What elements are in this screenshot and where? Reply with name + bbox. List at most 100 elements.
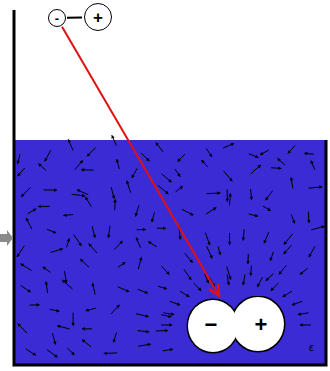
dipole-arrow [26,218,32,229]
dipole-arrowhead [242,282,246,285]
dipole-arrowhead [309,254,312,257]
dipole-arrow [184,269,191,280]
dipole-arrowhead [269,258,272,261]
dipole-arrow [218,246,220,255]
connector [67,16,82,18]
dipole-arrow [75,160,83,169]
dipole-arrow [206,148,212,157]
dipole-arrowhead [284,251,287,254]
dipole-arrow [178,154,185,162]
dipole-arrow [279,265,286,274]
dipole-arrowhead [136,237,139,240]
dipole-arrowhead [168,315,171,319]
dipole-arrow [284,245,292,254]
dipole-arrow [111,305,119,314]
charge-sign: − [205,314,218,336]
dipole-arrowhead [310,160,313,163]
dipole-arrowhead [170,348,173,352]
dipole-arrow [300,268,308,274]
dipole-arrow [291,214,294,223]
dipole-arrowhead [271,287,274,290]
dipole-arrowhead [177,302,180,305]
dipole-arrow [112,135,117,145]
dipole-arrowhead [68,139,71,142]
dipole-arrowhead [146,158,149,161]
dipole-arrowhead [132,175,135,178]
dipole-arrowhead [135,213,138,216]
dipole-arrowhead [38,164,41,167]
dipole-arrowhead [290,177,294,180]
dipole-arrowhead [288,150,291,153]
beaker-wall [14,10,326,365]
dipole-arrow [138,289,148,293]
dipole-arrow [223,171,232,181]
dipole-arrowhead [119,241,122,244]
dipole-arrowhead [17,161,20,164]
dipole-arrowhead [250,197,254,200]
dipole-arrow [66,238,69,247]
dipole-arrow [47,229,56,233]
dipole-arrow [47,350,58,358]
dipole-arrow [38,164,46,171]
dipole-arrowhead [257,165,260,168]
dipole-arrowhead [300,323,303,327]
dipole-arrowhead [38,205,41,209]
symbol-label: ε [309,342,314,353]
dipole-arrowhead [206,280,209,283]
dipole-arrow [180,291,189,297]
dipole-arrowhead [87,153,90,156]
dipole-arrowhead [304,152,307,156]
dipole-arrowhead [156,143,159,146]
dipole-arrowhead [107,235,111,238]
dipole-arrowhead [231,143,234,146]
dipole-arrowhead [163,226,166,230]
dipole-arrow [127,181,131,193]
dipole-arrow [288,146,295,154]
dipole-arrowhead [265,197,268,200]
dipole-arrow [89,244,97,253]
dipole-arrowhead [80,259,83,262]
dipole-arrow [51,249,63,253]
dipole-arrow [80,259,89,267]
dipole-arrowhead [18,173,21,176]
dipole-arrowhead [228,276,231,279]
dipole-arrowhead [225,199,229,202]
dipole-arrow [205,233,210,245]
dipole-outline [186,296,286,354]
dipole-arrow [62,280,72,289]
dipole-arrowhead [21,264,24,267]
dipole-arrowhead [57,325,60,329]
dipole-arrow [85,197,91,207]
dipole-arrow [45,150,51,161]
charge-sign: + [255,314,268,336]
dipole-arrowhead [292,302,295,305]
dipole-arrowhead [67,238,70,241]
dipole-arrowhead [278,166,281,170]
dipole-arrowhead [62,280,65,283]
dipole-arrow [152,212,155,222]
dipole-arrowhead [307,220,311,223]
dipole-arrowhead [179,186,182,189]
dipole-arrowhead [126,181,129,184]
dipole-arrowhead [188,276,191,279]
dipole-arrow [77,190,88,195]
dipole-arrow [113,333,116,343]
dipole-arrowhead [104,352,107,356]
dipole-arrowhead [242,237,246,240]
dipole-arrow [263,206,271,211]
dipole-arrow [283,291,292,297]
dipole-arrow [182,209,193,215]
dipole-arrowhead [209,255,212,258]
dipole-arrowhead [267,208,270,211]
dipole-arrowhead [264,240,267,243]
dipole-arrowhead [60,248,63,251]
dipole-arrowhead [277,158,280,161]
dipole-arrowhead [300,271,303,274]
dipole-arrowhead [143,228,146,232]
dipole-arrowhead [113,339,116,342]
dipole-arrowhead [165,329,168,333]
dipole-arrow [249,154,259,158]
dipole-arrowhead [227,282,231,285]
dipole-arrowhead [54,188,57,192]
dipole-arrowhead [284,241,287,244]
